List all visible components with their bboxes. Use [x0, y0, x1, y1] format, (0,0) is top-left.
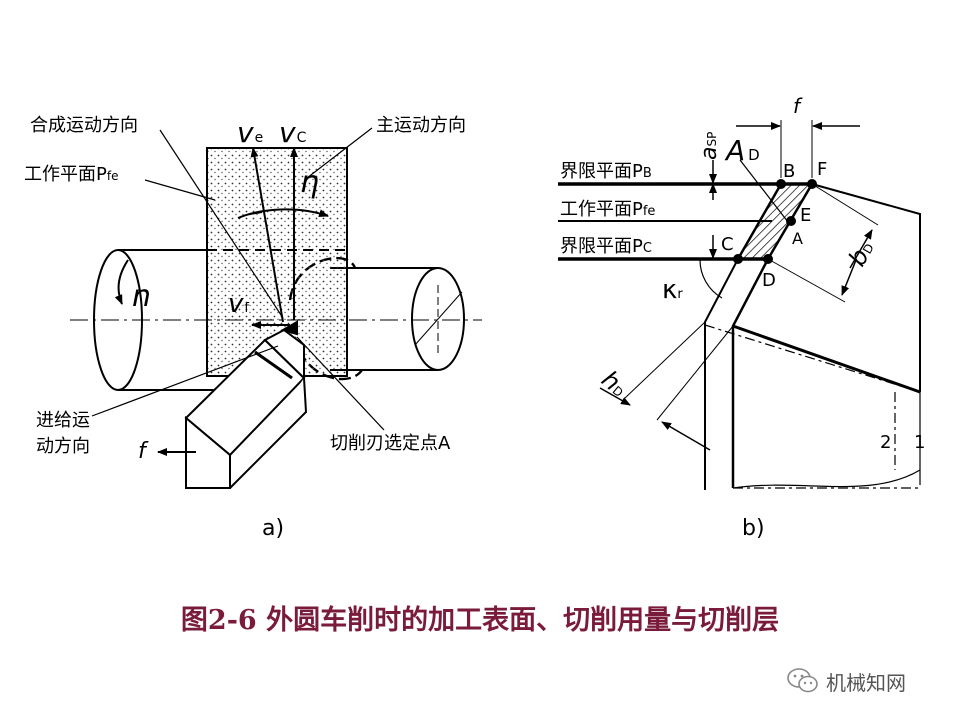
caption-a: a)	[262, 516, 284, 541]
tool-front	[732, 324, 921, 394]
construction-line-1	[704, 324, 921, 393]
label-vf: vf	[228, 289, 249, 319]
tool-edge-highlight	[254, 350, 293, 380]
eta-arc	[237, 208, 329, 219]
label-hd: hD	[596, 365, 633, 402]
hd-arrow-1	[599, 387, 631, 406]
label-n: n	[132, 279, 151, 314]
hd-ext-1	[656, 325, 734, 421]
kr-arc	[699, 259, 723, 299]
point-d-dot	[763, 254, 773, 264]
figure-a	[70, 127, 482, 489]
leader-combined	[159, 129, 284, 319]
workpiece-right-end	[411, 267, 465, 371]
label-working-plane: 工作平面Pfe	[24, 164, 118, 185]
caption-b: b)	[742, 516, 765, 541]
bd-ext-top	[811, 183, 879, 226]
point-b-dot	[776, 179, 786, 189]
label-f-b: f	[793, 94, 803, 118]
point-c-dot	[733, 254, 743, 264]
watermark-text: 机械知网	[826, 670, 906, 695]
rotation-arrow	[114, 259, 129, 305]
label-asp: aSP	[697, 132, 722, 160]
leader-primary	[306, 127, 373, 179]
bd-arrow-2	[841, 259, 857, 296]
tool-shank-bottom	[229, 377, 308, 489]
label-feed-direction-1: 进给运	[36, 410, 90, 431]
label-line-1: 1	[914, 432, 925, 453]
figure-b	[558, 120, 921, 490]
label-line-2: 2	[880, 432, 891, 453]
label-point-e: E	[800, 205, 811, 226]
label-eta: η	[300, 165, 319, 200]
label-plane-pc: 界限平面PC	[560, 236, 652, 257]
hd-ext-2	[624, 321, 706, 399]
watermark: 机械知网	[786, 664, 906, 698]
workpiece-left	[118, 249, 215, 391]
label-vc: vC	[279, 116, 307, 149]
bd-arrow-1	[849, 229, 873, 269]
figure-a-labels: 合成运动方向 主运动方向 工作平面Pfe ve vC η n vf 进给运 动方…	[24, 115, 466, 541]
label-point-f: F	[817, 159, 827, 180]
label-feed-direction-2: 动方向	[36, 436, 90, 457]
label-feed-f: f	[138, 439, 149, 464]
label-point-a: A	[792, 229, 803, 248]
eta-arc-left	[249, 211, 263, 215]
label-ve: ve	[237, 116, 263, 149]
leader-feed	[91, 345, 279, 417]
figure-caption: 图2-6 外圆车削时的加工表面、切削用量与切削层	[180, 605, 780, 636]
construction-line-2	[733, 392, 920, 489]
tool-top	[811, 183, 921, 392]
point-e-dot	[786, 216, 796, 226]
workpiece-bottom	[732, 469, 921, 489]
label-point-b: B	[783, 161, 795, 182]
label-selected-point: 切削刃选定点A	[330, 433, 451, 454]
label-primary-direction: 主运动方向	[376, 115, 466, 136]
label-point-d: D	[762, 270, 776, 291]
label-plane-pb: 界限平面PB	[560, 161, 652, 182]
label-combined-direction: 合成运动方向	[30, 115, 138, 136]
end-diagonal	[414, 291, 463, 346]
tool-major-edge	[731, 258, 770, 488]
label-plane-pfe: 工作平面Pfe	[560, 199, 655, 220]
label-kr: κr	[662, 275, 683, 305]
label-point-c: C	[721, 234, 734, 255]
bd-ext-bottom	[767, 258, 846, 303]
label-bd: bD	[843, 236, 879, 271]
wechat-icon	[787, 668, 818, 693]
hd-arrow-2	[661, 421, 711, 451]
ad-leader	[739, 159, 789, 223]
leader-point	[296, 336, 385, 431]
point-f-dot	[807, 179, 817, 189]
leader-plane	[144, 179, 216, 201]
ve-arrow	[250, 147, 284, 323]
